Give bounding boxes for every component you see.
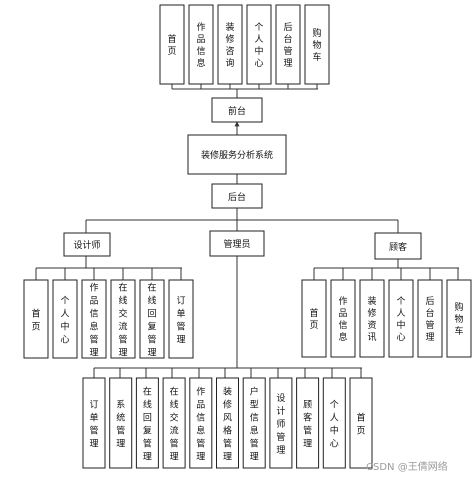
- admin-module-label: 订单管理: [89, 399, 98, 449]
- front-module-2: 作品信息: [188, 4, 214, 85]
- admin-module-11: 首页: [349, 377, 373, 469]
- customer-module-6: 购物车: [446, 279, 472, 358]
- front-module-label: 购物车: [312, 27, 321, 63]
- admin-module-label: 在线回复管理: [143, 385, 152, 462]
- admin-module-label: 户型信息管理: [250, 385, 259, 462]
- designer-module-2: 个人中心: [52, 279, 78, 359]
- customer-module-1: 首页: [301, 279, 327, 358]
- customer-module-3: 装修资讯: [359, 279, 385, 358]
- admin-module-2: 系统管理: [109, 377, 133, 469]
- customer-module-label: 购物车: [454, 301, 463, 337]
- designer-module-label: 个人中心: [60, 295, 69, 345]
- designer-module-5: 在线回复管理: [139, 279, 165, 359]
- admin-module-label: 系统管理: [116, 399, 125, 449]
- admin-module-label: 在线交流管理: [170, 385, 179, 462]
- admin-module-6: 装修风格管理: [216, 377, 239, 469]
- admin-module-9: 顾客管理: [296, 377, 320, 469]
- customer-module-label: 个人中心: [396, 296, 405, 343]
- designer-module-3: 作品信息管理: [81, 279, 107, 359]
- customer-module-group: 首页 作品信息 装修资讯 个人中心 后台管理 购物车: [301, 279, 472, 358]
- customer-module-4: 个人中心: [388, 279, 414, 358]
- designer-module-4: 在线交流管理: [110, 279, 136, 359]
- designer-module-label: 在线回复管理: [147, 281, 156, 358]
- customer-module-label: 装修资讯: [367, 295, 376, 343]
- admin-role-node: 管理员: [209, 230, 265, 257]
- admin-module-8: 设计师管理: [269, 377, 293, 469]
- admin-module-label: 个人中心: [330, 399, 339, 449]
- front-module-label: 个人中心: [254, 22, 263, 69]
- designer-module-label: 在线交流管理: [118, 281, 127, 358]
- back-node-label: 后台: [228, 191, 246, 203]
- designer-module-label: 作品信息管理: [89, 281, 98, 358]
- designer-role-label: 设计师: [73, 239, 100, 251]
- admin-module-3: 在线回复管理: [135, 377, 159, 469]
- admin-module-label: 装修风格管理: [223, 385, 232, 462]
- front-module-label: 装修咨询: [225, 21, 234, 69]
- front-node-label: 前台: [228, 105, 246, 117]
- admin-module-7: 户型信息管理: [242, 377, 266, 469]
- front-module-1: 首页: [159, 4, 185, 85]
- admin-module-label: 作品信息管理: [196, 385, 205, 462]
- customer-module-label: 作品信息: [338, 295, 347, 343]
- front-module-label: 作品信息: [196, 21, 205, 69]
- designer-module-label: 订单管理: [176, 295, 185, 345]
- front-module-label: 首页: [167, 33, 176, 57]
- connectors: [35, 79, 459, 378]
- customer-module-label: 首页: [309, 307, 318, 331]
- admin-module-label: 首页: [356, 411, 365, 436]
- admin-module-5: 作品信息管理: [189, 377, 213, 469]
- front-node: 前台: [211, 97, 263, 123]
- front-module-3: 装修咨询: [217, 4, 243, 85]
- customer-module-5: 后台管理: [417, 279, 443, 358]
- customer-role-label: 顾客: [389, 241, 407, 253]
- designer-module-label: 首页: [31, 307, 40, 332]
- admin-module-label: 顾客管理: [303, 399, 312, 449]
- customer-module-label: 后台管理: [425, 296, 434, 343]
- designer-module-6: 订单管理: [168, 279, 194, 359]
- back-node: 后台: [211, 183, 263, 209]
- watermark: CSDN @王倩网络: [366, 462, 448, 473]
- front-module-6: 购物车: [304, 4, 330, 85]
- admin-module-label: 设计师管理: [276, 393, 285, 456]
- admin-role-label: 管理员: [223, 238, 250, 250]
- root-node-label: 装修服务分析系统: [201, 149, 273, 161]
- front-module-label: 后台管理: [283, 22, 292, 69]
- admin-module-10: 个人中心: [322, 377, 346, 469]
- root-node: 装修服务分析系统: [187, 134, 287, 175]
- designer-module-group: 首页 个人中心 作品信息管理 在线交流管理 在线回复管理 订单管理: [23, 279, 194, 359]
- admin-module-1: 订单管理: [82, 377, 106, 469]
- front-module-4: 个人中心: [246, 4, 272, 85]
- customer-role-node: 顾客: [374, 232, 422, 260]
- admin-module-4: 在线交流管理: [162, 377, 186, 469]
- front-module-group: 首页 作品信息 装修咨询 个人中心 后台管理 购物车: [159, 4, 330, 85]
- admin-module-group: 订单管理 系统管理 在线回复管理 在线交流管理 作品信息管理 装修风格管理 户型信息管理 设计…: [82, 377, 373, 469]
- customer-module-2: 作品信息: [330, 279, 356, 358]
- designer-role-node: 设计师: [63, 232, 111, 257]
- front-module-5: 后台管理: [275, 4, 301, 85]
- designer-module-1: 首页: [23, 279, 49, 359]
